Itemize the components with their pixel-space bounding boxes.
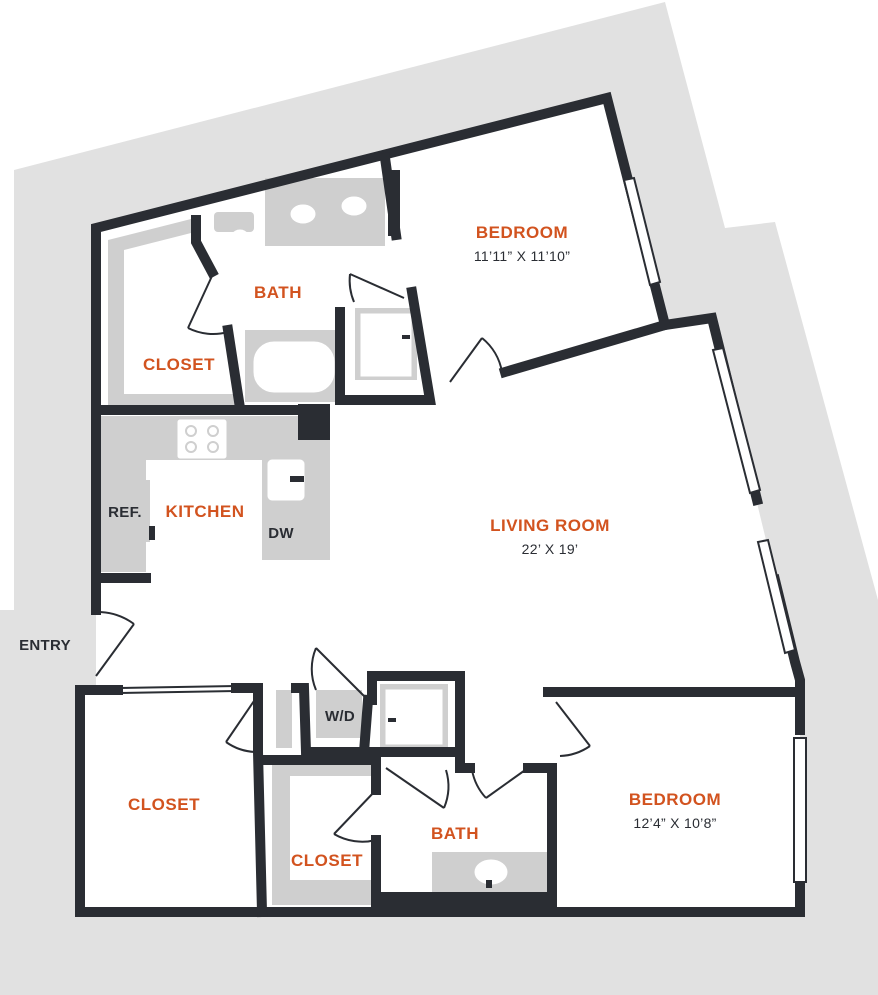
kitchen-label: KITCHEN xyxy=(165,502,244,521)
handles xyxy=(149,335,492,888)
wall-blocks xyxy=(298,170,552,914)
bedroom-2-dimensions: 12’4” X 10’8” xyxy=(633,815,716,831)
burners xyxy=(185,425,219,453)
washer-dryer-label: W/D xyxy=(325,708,355,725)
bedroom-1-dimensions: 11’11” X 11’10” xyxy=(474,248,570,264)
closet-1-label: CLOSET xyxy=(143,355,215,374)
entry-label: ENTRY xyxy=(19,637,71,654)
windows xyxy=(622,176,807,883)
bath-2-label: BATH xyxy=(431,824,479,843)
bath-1-label: BATH xyxy=(254,283,302,302)
dishwasher-label: DW xyxy=(268,525,294,542)
refrigerator-label: REF. xyxy=(108,504,142,521)
labels: BEDROOM 11’11” X 11’10” BATH CLOSET KITC… xyxy=(19,223,721,870)
living-room-dimensions: 22’ X 19’ xyxy=(522,541,579,557)
closet-2-label: CLOSET xyxy=(128,795,200,814)
bedroom-1-label: BEDROOM xyxy=(476,223,568,242)
doors xyxy=(95,273,591,843)
living-room-label: LIVING ROOM xyxy=(490,516,610,535)
bedroom-2-label: BEDROOM xyxy=(629,790,721,809)
closet-3-label: CLOSET xyxy=(291,851,363,870)
fixture-details xyxy=(177,196,508,891)
